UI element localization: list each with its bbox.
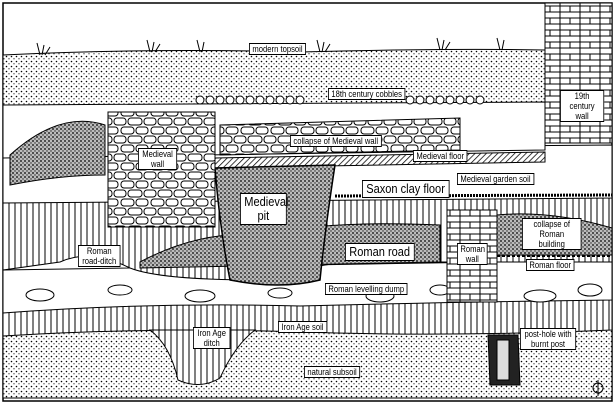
label-modern-topsoil: modern topsoil [249,43,306,55]
collapse-rubble [9,120,106,186]
label-post-hole: post-hole with burnt post [520,328,577,350]
label-roman-road-ditch: Roman road-ditch [78,245,121,267]
label-roman-levelling-dump: Roman levelling dump [325,283,408,295]
label-18th-century-cobbles: 18th century cobbles [328,88,406,100]
label-medieval-garden-soil: Medieval garden soil [457,173,534,185]
label-19th-century-wall: 19th century wall [560,90,605,122]
dump-stones [25,283,603,303]
label-medieval-pit: Medieval pit [240,193,288,225]
label-iron-age-soil: Iron Age soil [278,321,327,333]
grass-tufts [36,37,505,56]
burnt-post [496,339,510,381]
label-medieval-wall: Medieval wall [138,148,178,170]
label-saxon-clay-floor: Saxon clay floor [362,180,450,198]
label-collapse-medieval-wall: collapse of Medieval wall [290,135,382,147]
label-medieval-floor: Medieval floor [413,150,468,162]
label-roman-floor: Roman floor [526,259,575,271]
label-collapse-roman-building: collapse of Roman building [522,218,582,250]
label-roman-road: Roman road [345,243,415,261]
label-iron-age-ditch: Iron Age ditch [193,327,231,349]
label-roman-wall: Roman wall [457,243,488,265]
label-natural-subsoil: natural subsoil [304,366,361,378]
medieval-pit [214,164,336,286]
cobbles [195,95,485,105]
19th-century-wall [544,2,613,144]
